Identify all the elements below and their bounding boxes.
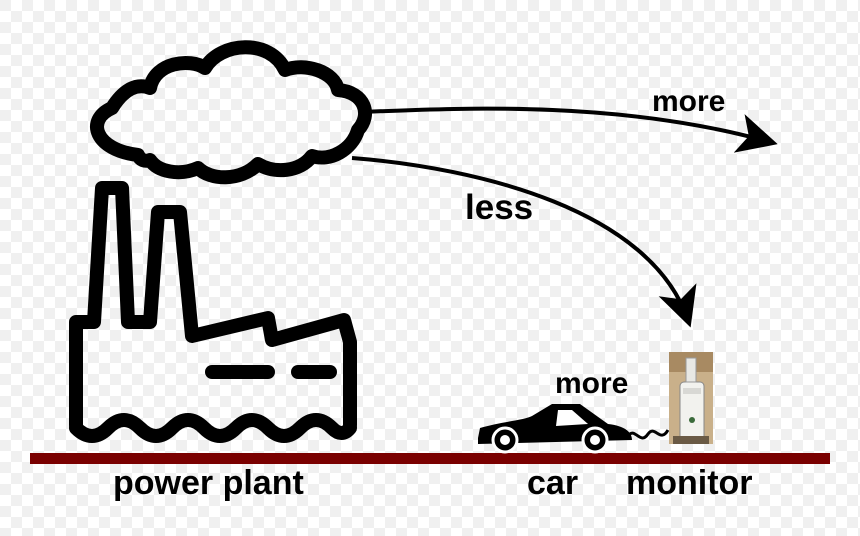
car-icon (478, 404, 632, 454)
label-monitor: monitor (626, 464, 753, 502)
factory-icon (69, 181, 357, 443)
label-car: car (527, 464, 579, 502)
label-power-plant: power plant (113, 464, 304, 502)
label-less-near: less (465, 188, 534, 227)
cloud-icon (90, 40, 372, 185)
arrow-more-far (361, 106, 778, 153)
ground-line (30, 453, 830, 464)
air-monitor-icon (669, 352, 713, 444)
label-more-far: more (652, 85, 726, 118)
label-more-car: more (555, 367, 629, 400)
exhaust-wiggle (626, 429, 670, 440)
arrow-less-near (351, 156, 697, 328)
